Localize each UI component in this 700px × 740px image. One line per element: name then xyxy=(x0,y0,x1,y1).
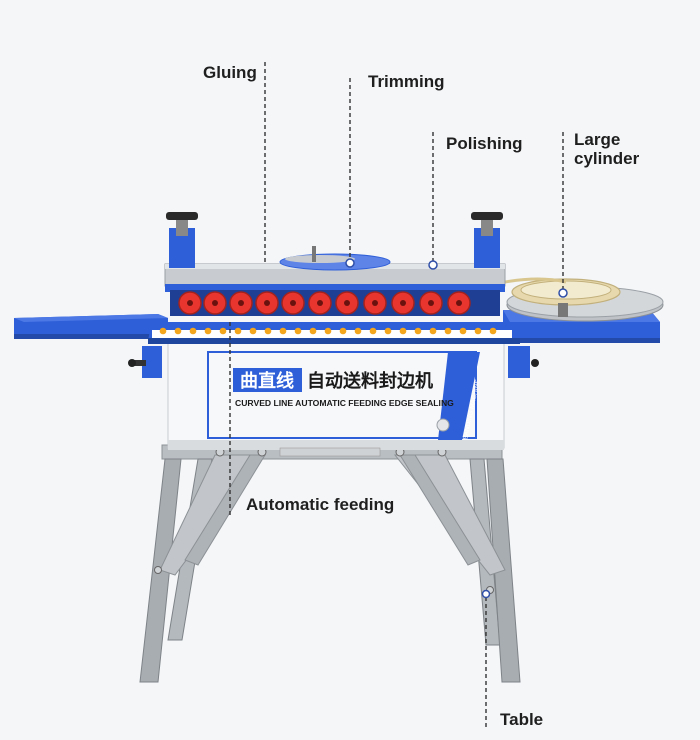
panel-title-highlight: 曲直线 xyxy=(240,370,294,392)
callout-polishing: Polishing xyxy=(446,134,523,153)
callout-table: Table xyxy=(500,710,544,729)
callout-automatic-feeding: Automatic feeding xyxy=(246,495,395,514)
machine-body: 曲直线 自动送料封边机 CURVED LINE AUTOMATIC FEEDIN… xyxy=(167,339,505,457)
leader-lines xyxy=(229,62,568,730)
callout-large-cylinder: Large cylinder xyxy=(574,130,640,168)
panel-title-rest: 自动送料封边机 xyxy=(307,370,433,392)
table-stand xyxy=(139,444,521,683)
panel-subtitle: CURVED LINE AUTOMATIC FEEDING EDGE SEALI… xyxy=(235,398,454,408)
left-wing-table xyxy=(14,314,168,378)
callout-trimming: Trimming xyxy=(368,72,445,91)
top-beam xyxy=(164,212,506,292)
large-cylinder xyxy=(504,277,664,322)
pressure-rollers xyxy=(170,290,500,316)
callout-gluing: Gluing xyxy=(203,63,257,82)
feed-bed xyxy=(148,322,520,344)
